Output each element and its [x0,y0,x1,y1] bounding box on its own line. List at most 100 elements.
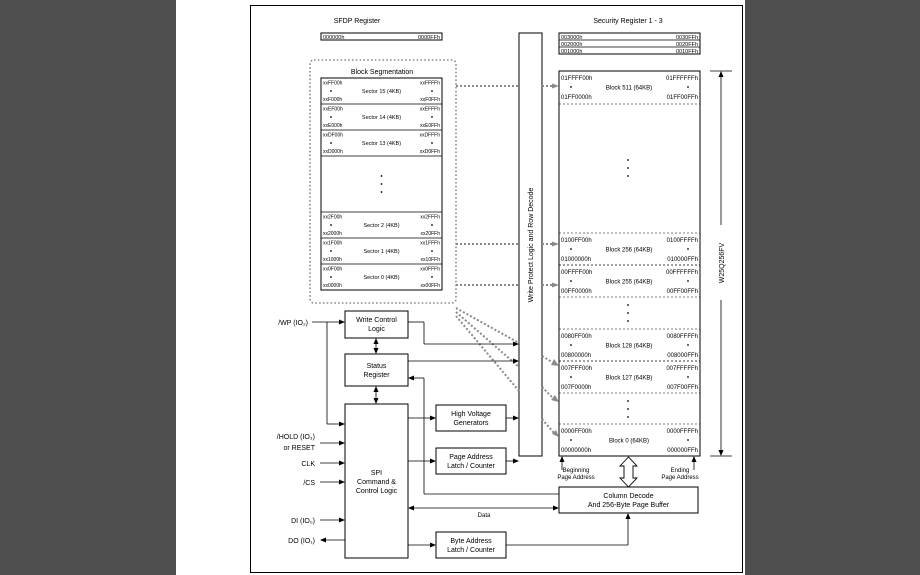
sector-start-address: xx2F00h [323,215,342,221]
ellipsis-dot [330,224,332,226]
ellipsis-dot [627,400,629,402]
sector-end-address: xxEFFFh [420,107,440,113]
pin-reset: or RESET [283,445,315,452]
sector-start-address: xx2000h [323,231,342,237]
sector-end-address: xxF0FFh [420,97,440,103]
ellipsis-dot [687,280,689,282]
sector-end-address: xx2FFFh [420,215,440,221]
block-end-address: 0100FFFFh [667,238,698,244]
security-row-end: 0010FFh [676,49,698,55]
svg-text:Latch / Counter: Latch / Counter [447,547,496,554]
ending-page-label: Ending [671,468,690,474]
pin-labels: /WP (IO₂) /HOLD (IO₃) or RESET CLK /CS D… [277,320,316,545]
svg-text:Control Logic: Control Logic [356,488,398,495]
block-end-address: 00FFFFFFh [666,270,698,276]
svg-text:Write Control: Write Control [356,317,397,324]
ellipsis-dot [627,320,629,322]
sector-end-address: xx20FFh [421,231,441,237]
block-label: Block 256 (64KB) [606,248,653,254]
block-end-address: 0080FFFFh [667,334,698,340]
block-end-address: 01FF00FFh [667,95,698,101]
block-end-address: 008000FFh [667,353,698,359]
security-row-start: 002000h [561,42,582,48]
data-bus-label: Data [478,513,491,519]
pin-clk: CLK [301,461,315,468]
beginning-page-label: Beginning [563,468,590,474]
ellipsis-dot [380,191,383,193]
security-row-start: 001000h [561,49,582,55]
status-register-block: Status Register [344,353,409,387]
write-protect-label: Write Protect Logic and Row Decode [528,188,535,303]
security-title: Security Register 1 - 3 [593,18,662,25]
sector-label: Sector 13 (4KB) [362,141,401,147]
ellipsis-dot [330,250,332,252]
block-start-address: 01000000h [561,257,591,263]
ellipsis-dot [570,280,572,282]
block-label: Block 127 (64KB) [606,376,653,382]
ellipsis-dot [627,159,629,161]
block-end-address: 007F00FFh [667,385,698,391]
block-label: Block 255 (64KB) [606,280,653,286]
block-label: Block 511 (64KB) [606,86,652,92]
block-start-address: 007FFF00h [561,366,592,372]
block-end-address: 010000FFh [667,257,698,263]
ellipsis-dot [330,276,332,278]
svg-text:Byte Address: Byte Address [450,538,492,545]
sector-start-address: xxDF00h [323,133,343,139]
block-end-address: 007FFFFFh [666,366,698,372]
sector-end-address: xx00FFh [421,283,441,289]
ellipsis-dot [431,276,433,278]
ellipsis-dot [570,248,572,250]
svg-text:Command &: Command & [357,479,396,486]
sector-start-address: xxF000h [323,97,342,103]
column-decode-block: Column Decode And 256-Byte Page Buffer [558,486,699,514]
ellipsis-dot [431,142,433,144]
block-start-address: 01FFFF00h [561,76,592,82]
block-end-address: 000000FFh [667,448,698,454]
ellipsis-dot [627,416,629,418]
ellipsis-dot [687,248,689,250]
byte-address-latch-block: Byte Address Latch / Counter [435,531,507,559]
ellipsis-dot [570,439,572,441]
ellipsis-dot [330,90,332,92]
sector-label: Sector 15 (4KB) [362,89,401,95]
sfdp-title: SFDP Register [334,18,381,25]
block-start-address: 00000000h [561,448,591,454]
security-row-end: 0030FFh [676,35,698,41]
security-row-start: 003000h [561,35,582,41]
sector-end-address: xx1FFFh [420,241,440,247]
security-registers: 003000h 0030FFh 002000h 0020FFh 001000h … [558,32,701,55]
svg-text:Latch / Counter: Latch / Counter [447,463,496,470]
ellipsis-dot [627,175,629,177]
ellipsis-dot [380,175,383,177]
ellipsis-dot [431,90,433,92]
pin-do: DO (IO₁) [288,538,315,545]
chip-size-marker [710,70,732,457]
chip-name: W25Q256FV [719,242,726,283]
sector-end-address: xx0FFFh [420,267,440,273]
ellipsis-dot [431,250,433,252]
block-start-address: 01FF0000h [561,95,592,101]
sector-start-address: xx0000h [323,283,342,289]
block-start-address: 00FFFF00h [561,270,592,276]
block-start-address: 0080FF00h [561,334,592,340]
signal-wiring [312,319,697,548]
ellipsis-dot [330,116,332,118]
write-control-logic-block: Write Control Logic [344,310,409,339]
sector-start-address: xxEF00h [323,107,343,113]
ellipsis-dot [570,86,572,88]
ellipsis-dot [570,344,572,346]
sfdp-register-box [320,32,443,41]
sector-end-address: xxFFFFh [420,81,440,87]
sector-start-address: xxE000h [323,123,343,129]
